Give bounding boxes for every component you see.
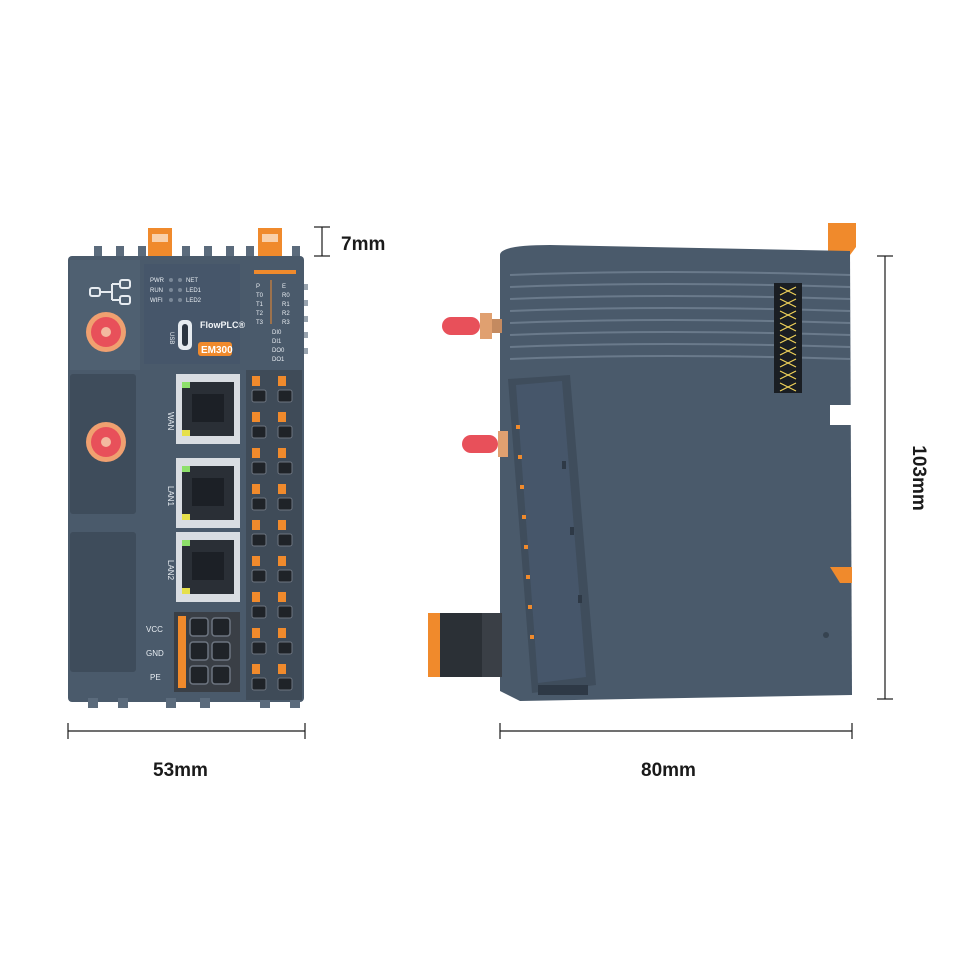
side-view xyxy=(428,223,856,701)
power-label-vcc: VCC xyxy=(146,625,163,634)
io-label-do0: DO0 xyxy=(272,348,285,354)
model-label: EM300 xyxy=(201,345,233,356)
rj45-lan2[interactable] xyxy=(176,532,240,602)
io-wire-hole[interactable] xyxy=(251,641,267,655)
io-release-tab[interactable] xyxy=(252,448,260,458)
led-label-led2: LED2 xyxy=(186,298,202,304)
vent-slot xyxy=(779,346,797,356)
io-wire-hole[interactable] xyxy=(251,389,267,403)
led-label-net: NET xyxy=(186,278,198,284)
power-terminal[interactable] xyxy=(174,612,240,692)
vent-slot xyxy=(779,322,797,332)
io-label-t3: T3 xyxy=(256,320,264,326)
vent-slot xyxy=(779,286,797,296)
power-label-gnd: GND xyxy=(146,649,164,658)
io-label-p: P xyxy=(256,284,260,290)
io-release-tab[interactable] xyxy=(278,520,286,530)
rj45-lan1[interactable] xyxy=(176,458,240,528)
io-label-e: E xyxy=(282,284,286,290)
led-label-run: RUN xyxy=(150,288,163,294)
io-wire-hole[interactable] xyxy=(277,605,293,619)
vent-slot xyxy=(779,382,797,392)
side-antenna-bottom xyxy=(462,431,508,457)
io-label-t2: T2 xyxy=(256,311,264,317)
io-wire-hole[interactable] xyxy=(251,605,267,619)
io-wire-hole[interactable] xyxy=(277,677,293,691)
io-wire-hole[interactable] xyxy=(277,461,293,475)
io-wire-hole[interactable] xyxy=(251,533,267,547)
usb-label: USB xyxy=(168,332,174,344)
io-release-tab[interactable] xyxy=(278,412,286,422)
vent-slot xyxy=(779,310,797,320)
io-label-r2: R2 xyxy=(282,311,290,317)
brand-label: FlowPLC® xyxy=(200,320,245,330)
depth-dimension-label: 80mm xyxy=(641,760,696,781)
io-wire-hole[interactable] xyxy=(277,641,293,655)
port-label-lan1: LAN1 xyxy=(166,486,175,507)
side-antenna-top xyxy=(442,313,502,339)
io-label-do1: DO1 xyxy=(272,357,285,363)
led-label-pwr: PWR xyxy=(150,278,165,284)
vent-slot xyxy=(779,298,797,308)
io-release-tab[interactable] xyxy=(278,628,286,638)
antenna-connector-2 xyxy=(86,422,126,462)
io-wire-hole[interactable] xyxy=(251,677,267,691)
io-label-di0: DI0 xyxy=(272,330,282,336)
io-release-tab[interactable] xyxy=(252,592,260,602)
led-label-led1: LED1 xyxy=(186,288,202,294)
led-label-wifi: WIFI xyxy=(150,298,163,304)
io-wire-hole[interactable] xyxy=(251,461,267,475)
io-release-tab[interactable] xyxy=(252,520,260,530)
clip-dimension-label: 7mm xyxy=(341,234,386,255)
antenna-connector-1 xyxy=(86,312,126,352)
io-wire-hole[interactable] xyxy=(251,569,267,583)
io-wire-hole[interactable] xyxy=(277,389,293,403)
antenna-cover-lower xyxy=(70,532,136,672)
front-view: PWR RUN WIFI NET LED1 LED2 P T0 T1 T2 T3… xyxy=(68,228,308,708)
io-wire-hole[interactable] xyxy=(277,497,293,511)
io-wire-hole[interactable] xyxy=(277,425,293,439)
port-label-wan: WAN xyxy=(166,412,175,431)
io-wire-hole[interactable] xyxy=(251,497,267,511)
vent-slot xyxy=(779,358,797,368)
io-release-tab[interactable] xyxy=(278,484,286,494)
port-label-lan2: LAN2 xyxy=(166,560,175,581)
side-housing xyxy=(500,245,852,701)
io-release-tab[interactable] xyxy=(252,484,260,494)
io-release-tab[interactable] xyxy=(252,412,260,422)
model-badge xyxy=(198,342,232,356)
rail-clip-bottom xyxy=(830,567,852,583)
power-label-pe: PE xyxy=(150,673,161,682)
io-label-r3: R3 xyxy=(282,320,290,326)
io-label-r1: R1 xyxy=(282,302,290,308)
side-power-plug xyxy=(428,613,502,677)
io-wire-hole[interactable] xyxy=(277,569,293,583)
vent-slot xyxy=(779,370,797,380)
height-dimension-label: 103mm xyxy=(908,445,929,511)
io-wire-hole[interactable] xyxy=(277,533,293,547)
vent-slot xyxy=(779,334,797,344)
io-release-tab[interactable] xyxy=(252,376,260,386)
rj45-wan[interactable] xyxy=(176,374,240,444)
io-release-tab[interactable] xyxy=(278,592,286,602)
io-label-t0: T0 xyxy=(256,293,264,299)
io-wire-hole[interactable] xyxy=(251,425,267,439)
io-release-tab[interactable] xyxy=(278,376,286,386)
io-release-tab[interactable] xyxy=(252,664,260,674)
io-label-r0: R0 xyxy=(282,293,290,299)
io-release-tab[interactable] xyxy=(252,556,260,566)
io-release-tab[interactable] xyxy=(278,448,286,458)
io-terminal-block[interactable] xyxy=(246,370,302,700)
network-icon xyxy=(89,279,131,305)
io-release-tab[interactable] xyxy=(278,556,286,566)
io-release-tab[interactable] xyxy=(252,628,260,638)
io-release-tab[interactable] xyxy=(278,664,286,674)
io-label-di1: DI1 xyxy=(272,339,282,345)
width-dimension-label: 53mm xyxy=(153,760,208,781)
io-label-t1: T1 xyxy=(256,302,264,308)
